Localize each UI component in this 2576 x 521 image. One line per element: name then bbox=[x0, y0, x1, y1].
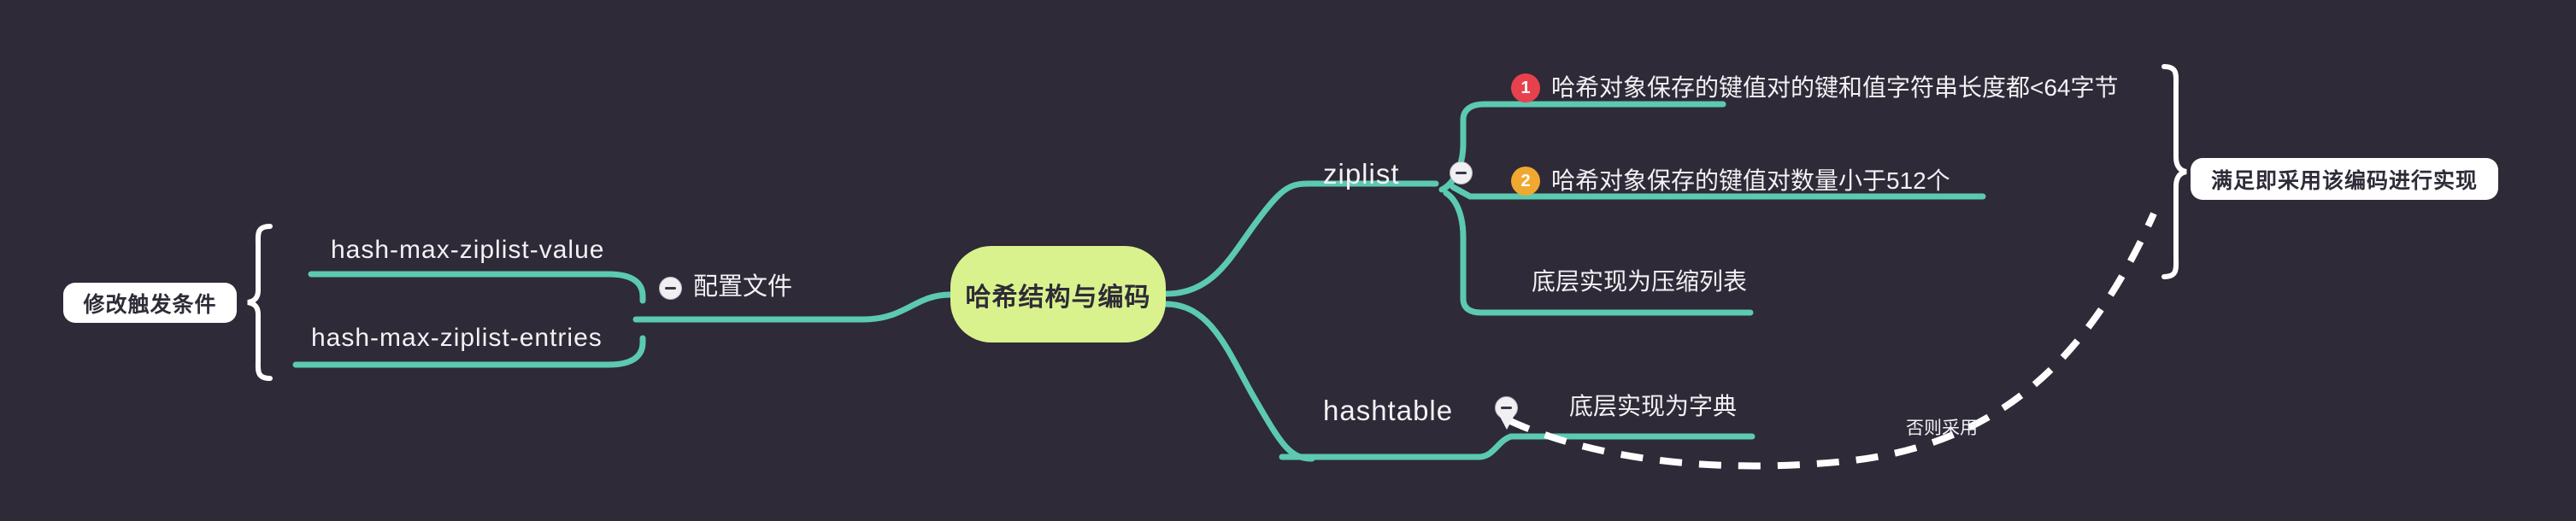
wire-root-to-hashtable bbox=[1162, 301, 1315, 462]
dashed-edge-otherwise bbox=[1507, 212, 2157, 470]
pointer-tail-icon bbox=[1499, 415, 1514, 430]
root-node[interactable]: 哈希结构与编码 bbox=[950, 246, 1166, 342]
node-ziplist[interactable]: ziplist bbox=[1323, 158, 1400, 190]
list-item[interactable]: 2 哈希对象保存的键值对数量小于512个 bbox=[1511, 167, 1950, 196]
summary-brace bbox=[2161, 64, 2187, 279]
badge-number: 1 bbox=[1511, 73, 1540, 102]
collapse-minus-icon[interactable] bbox=[1450, 161, 1473, 184]
node-hashtable-implementation[interactable]: 底层实现为字典 bbox=[1569, 393, 1738, 419]
node-hashtable[interactable]: hashtable bbox=[1323, 395, 1454, 426]
wire-ziplist-child-3 bbox=[1443, 190, 1754, 316]
wire-root-to-ziplist bbox=[1162, 180, 1311, 297]
node-hash-max-ziplist-value[interactable]: hash-max-ziplist-value bbox=[331, 236, 605, 264]
badge-number: 2 bbox=[1511, 167, 1540, 196]
left-brace bbox=[247, 224, 273, 381]
list-item-label: 哈希对象保存的键值对数量小于512个 bbox=[1551, 167, 1950, 194]
node-config-file[interactable]: 配置文件 bbox=[693, 273, 793, 301]
wire-hashtable-child-1 bbox=[1279, 433, 1756, 460]
wire-config-to-root bbox=[632, 291, 954, 323]
node-summary-result[interactable]: 满足即采用该编码进行实现 bbox=[2191, 158, 2498, 200]
wire-param-value bbox=[308, 271, 646, 304]
edge-label-otherwise: 否则采用 bbox=[1906, 419, 1978, 438]
list-item[interactable]: 1 哈希对象保存的键值对的键和值字符串长度都<64字节 bbox=[1511, 73, 2119, 102]
node-hash-max-ziplist-entries[interactable]: hash-max-ziplist-entries bbox=[311, 324, 603, 352]
node-ziplist-implementation[interactable]: 底层实现为压缩列表 bbox=[1532, 268, 1748, 295]
collapse-minus-icon[interactable] bbox=[659, 277, 682, 300]
node-trigger-condition[interactable]: 修改触发条件 bbox=[63, 283, 237, 323]
list-item-label: 哈希对象保存的键值对的键和值字符串长度都<64字节 bbox=[1551, 74, 2119, 101]
